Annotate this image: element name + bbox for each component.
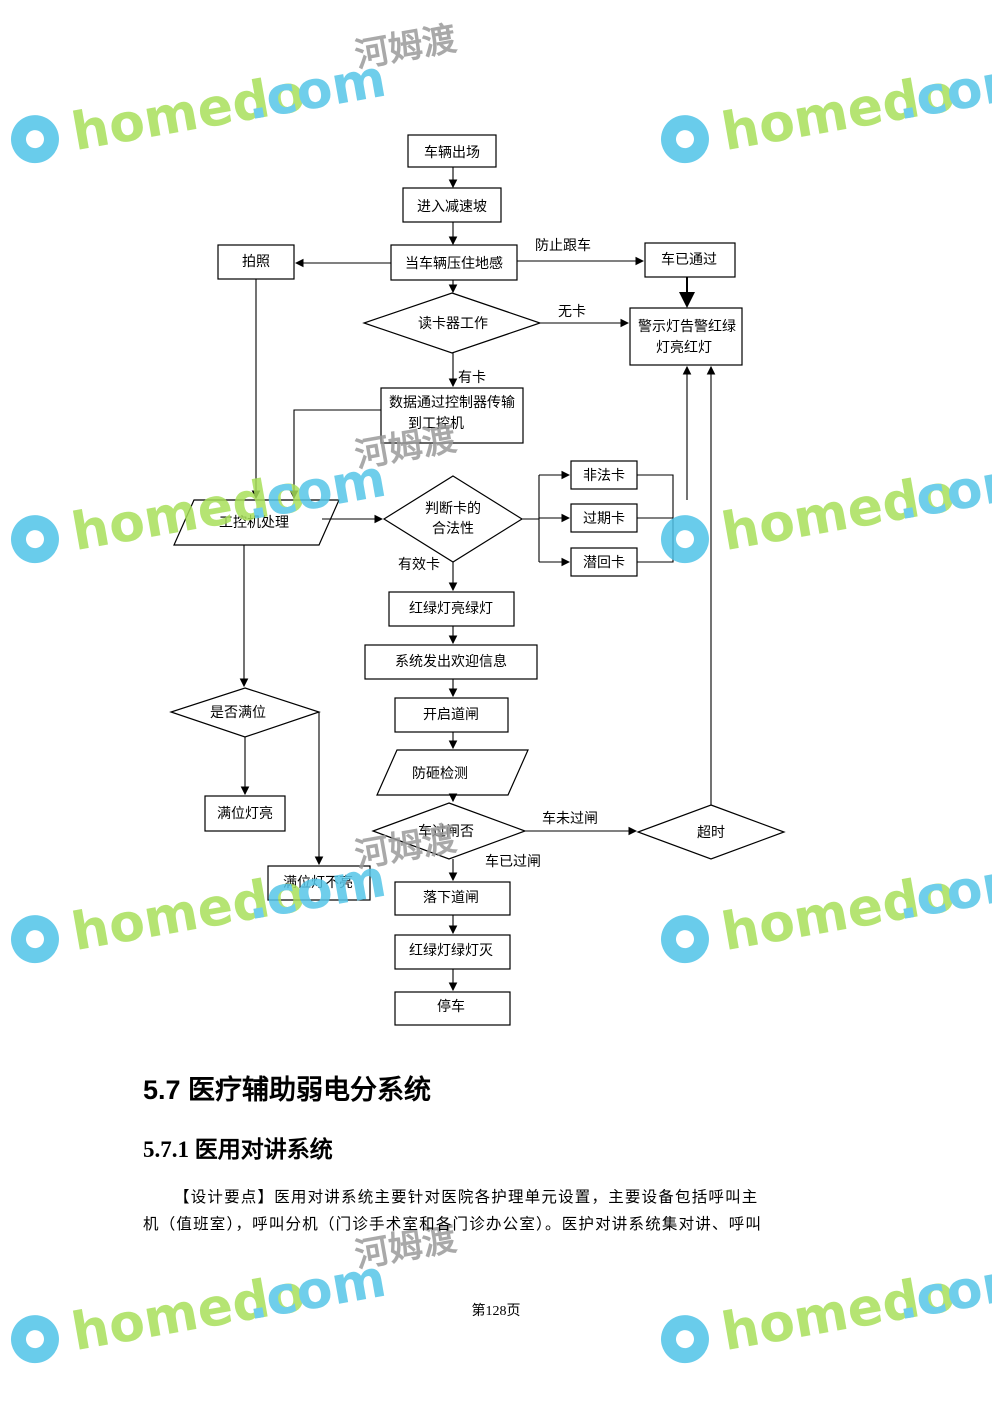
node-green: 红绿灯亮绿灯 (409, 600, 493, 617)
node-full-off-box (267, 865, 371, 901)
node-alarm-line2: 灯亮红灯 (656, 339, 712, 356)
paragraph-line-1: 【设计要点】医用对讲系统主要针对医院各护理单元设置，主要设备包括呼叫主 (174, 1188, 759, 1206)
node-ipc-parallelogram (173, 499, 340, 546)
node-welcome-box (364, 644, 538, 680)
node-sensor: 当车辆压住地感 (405, 255, 503, 272)
node-timeout-diamond (636, 804, 786, 860)
node-after-gate: 车过闸否 (418, 823, 474, 840)
node-anti-smash: 防砸检测 (412, 766, 468, 782)
node-passed: 车已通过 (661, 251, 717, 268)
node-off: 红绿灯绿灯灭 (409, 943, 493, 959)
node-transfer-line1: 数据通过控制器传输 (389, 395, 515, 411)
node-open-box (394, 697, 509, 733)
node-reader-diamond (362, 292, 542, 354)
node-antipass: 潜回卡 (583, 555, 625, 571)
label-has-card: 有卡 (458, 370, 486, 386)
node-exit: 车辆出场 (424, 144, 480, 161)
node-timeout: 超时 (697, 825, 725, 841)
node-full-q: 是否满位 (210, 705, 266, 721)
node-expired: 过期卡 (583, 511, 625, 527)
edge-transfer-ipc (289, 409, 381, 500)
node-judge-line2: 合法性 (432, 521, 474, 537)
parking-exit-flowchart: 车辆出场 进入减速坡 当车辆压住地感 拍照 车已通过 读卡器工作 警示灯告警红绿… (169, 134, 786, 1026)
page-number: 第128页 (471, 1304, 521, 1319)
node-passed-box (644, 242, 736, 278)
node-reader: 读卡器工作 (418, 315, 488, 332)
node-green-box (388, 591, 515, 627)
node-illegal: 非法卡 (583, 468, 625, 484)
label-tailgate: 防止跟车 (535, 237, 591, 254)
subsection-heading: 5.7.1 医用对讲系统 (143, 1137, 333, 1162)
node-park: 停车 (437, 998, 465, 1015)
node-full-on-box (204, 795, 286, 832)
label-has-passed: 车已过闸 (485, 853, 541, 870)
node-exit-box (407, 134, 497, 168)
section-heading: 5.7 医疗辅助弱电分系统 (143, 1075, 432, 1105)
node-anti-smash-parallelogram (376, 749, 529, 796)
node-transfer-box (380, 387, 524, 444)
node-after-gate-diamond (371, 802, 527, 860)
node-alarm-line1: 警示灯告警红绿 (638, 319, 736, 335)
label-not-passed: 车未过闸 (542, 810, 598, 827)
node-welcome: 系统发出欢迎信息 (395, 653, 507, 670)
node-ipc: 工控机处理 (219, 515, 289, 531)
watermark-group-7: homedo .com 河姆渡 (10, 1219, 459, 1364)
node-open: 开启道闸 (423, 707, 479, 723)
node-photo: 拍照 (242, 254, 270, 270)
node-transfer-line2: 到工控机 (408, 416, 464, 432)
node-alarm-box (629, 307, 743, 366)
body-paragraph: 【设计要点】医用对讲系统主要针对医院各护理单元设置，主要设备包括呼叫主 机（值班… (143, 1184, 883, 1238)
label-no-card: 无卡 (558, 304, 586, 320)
node-judge-line1: 判断卡的 (425, 501, 481, 517)
node-slope: 进入减速坡 (417, 199, 487, 215)
node-full-on: 满位灯亮 (217, 805, 273, 822)
node-lower: 落下道闸 (423, 890, 479, 906)
paragraph-line-2: 机（值班室），呼叫分机（门诊手术室和各门诊办公室）。医护对讲系统集对讲、呼叫 (143, 1215, 763, 1233)
node-judge-diamond (382, 475, 524, 563)
node-full-off: 满位灯不亮 (283, 874, 353, 891)
node-park-box (394, 991, 511, 1026)
label-valid: 有效卡 (398, 557, 440, 573)
